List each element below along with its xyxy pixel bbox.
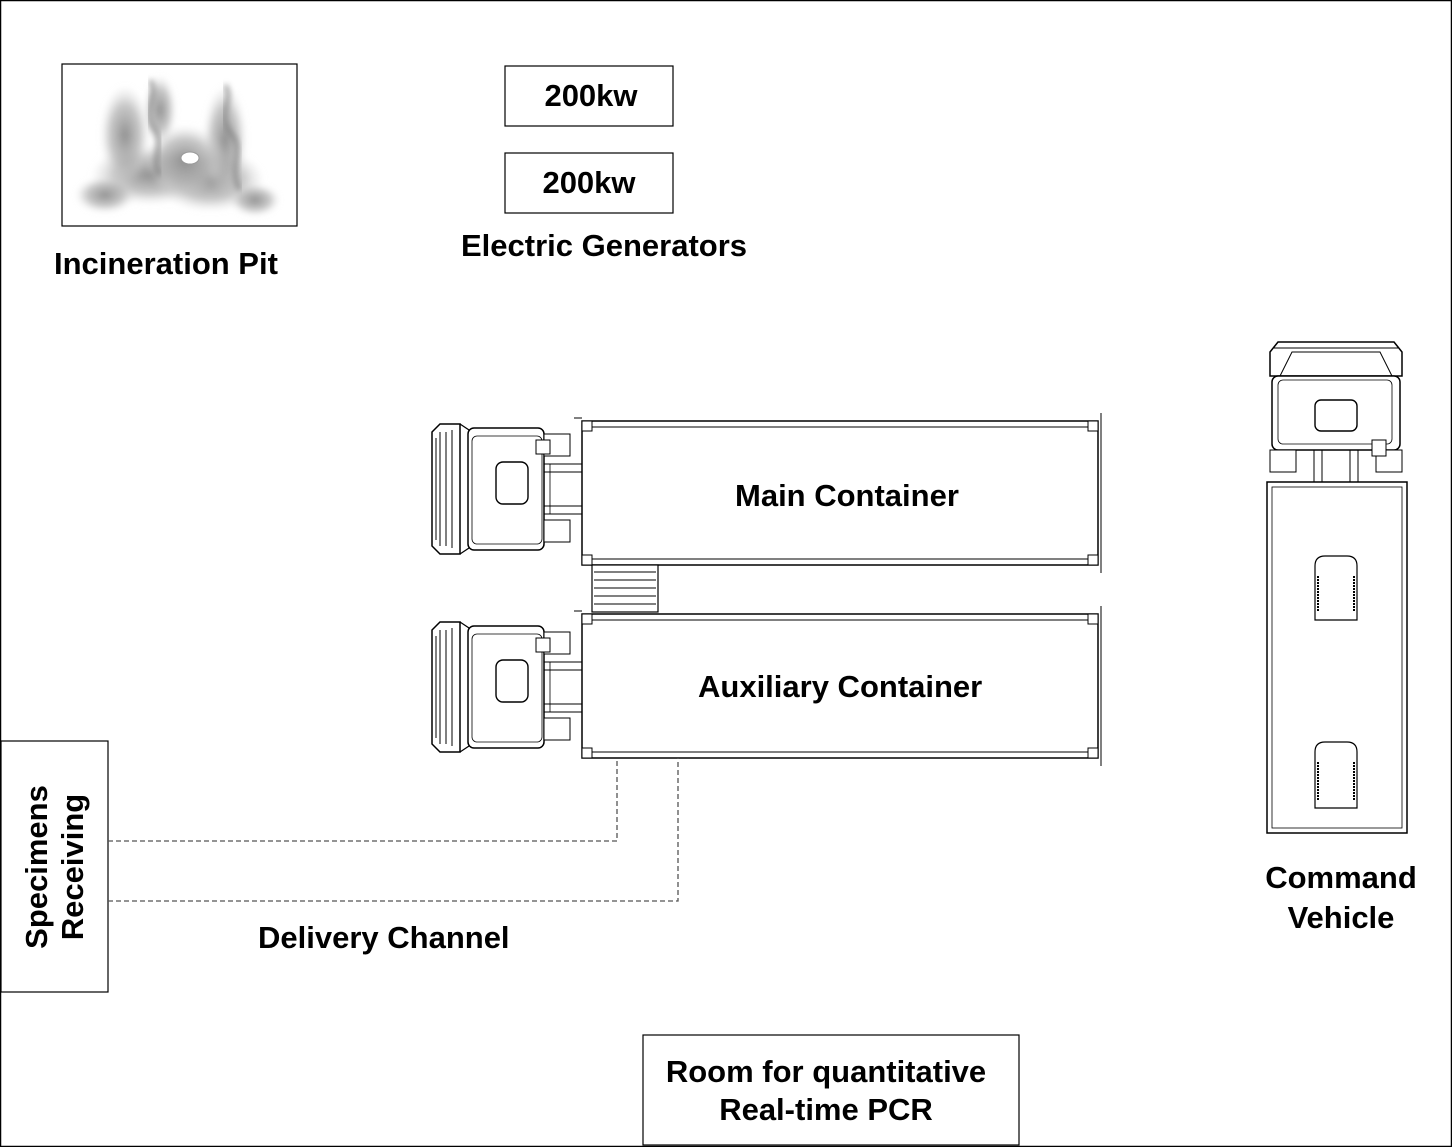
command-vehicle-line2: Vehicle (1287, 900, 1395, 935)
delivery-channel-label: Delivery Channel (258, 920, 510, 955)
generator-1-label: 200kw (544, 78, 638, 113)
generator-1-box (504, 65, 674, 127)
pcr-room-box (642, 1034, 1020, 1146)
generator-2-box (504, 152, 674, 214)
electric-generators-label: Electric Generators (461, 228, 748, 263)
pcr-room-line1: Room for quantitative (665, 1054, 987, 1089)
pcr-room-label: Room for quantitative Real-time PCR (643, 1053, 1009, 1129)
delivery-channel-lines (108, 758, 679, 902)
stairs-connector (591, 564, 659, 613)
main-container-label: Main Container (735, 478, 959, 513)
command-vehicle-line1: Command (1265, 860, 1417, 895)
command-vehicle (1266, 341, 1408, 834)
specimens-label-line2: Receiving (54, 793, 90, 940)
incineration-pit (61, 63, 298, 227)
specimens-label-line1: Specimens (18, 784, 54, 949)
incineration-pit-label: Incineration Pit (54, 246, 278, 281)
auxiliary-container-label: Auxiliary Container (698, 669, 983, 704)
pcr-room-line2: Real-time PCR (719, 1092, 933, 1127)
command-vehicle-label: Command Vehicle (1241, 858, 1441, 938)
specimens-receiving-label: Specimens Receiving (1, 741, 108, 992)
specimens-receiving-box (0, 740, 109, 993)
generator-2-label: 200kw (542, 165, 636, 200)
